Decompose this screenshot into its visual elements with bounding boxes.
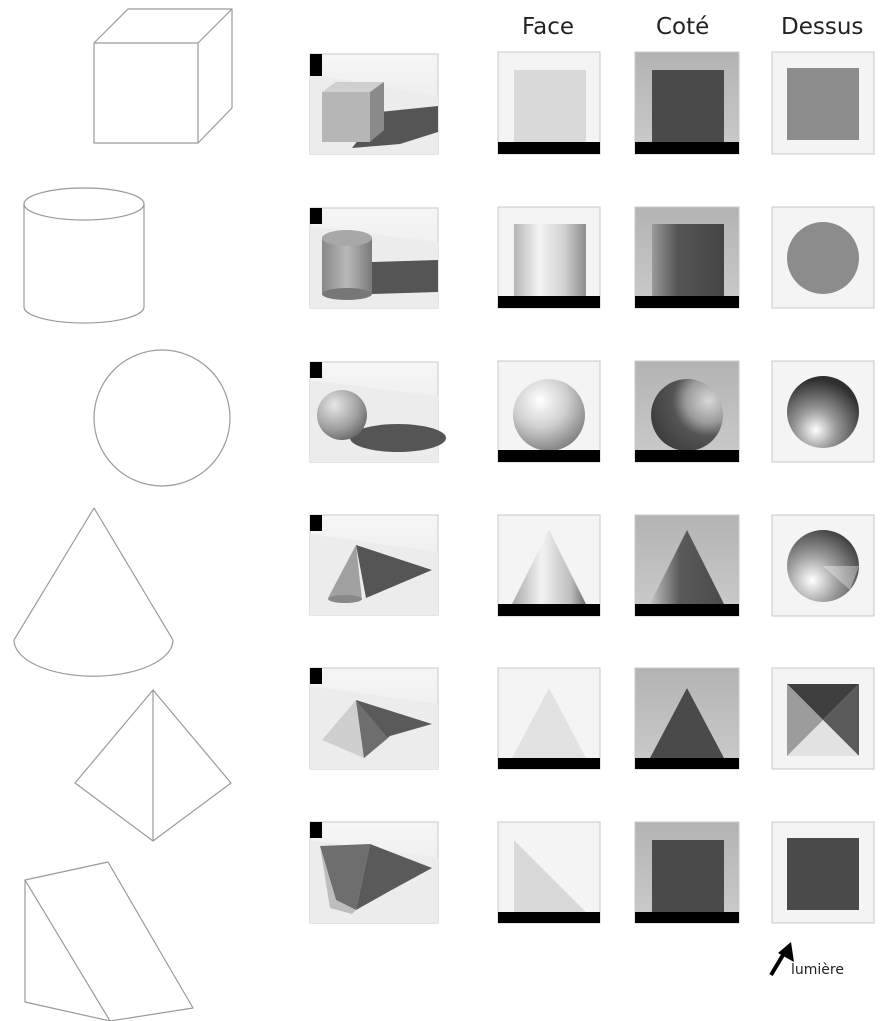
pyramid-perspective-view <box>310 668 438 769</box>
pyramid-top-view <box>772 668 874 769</box>
sphere-cote-view <box>635 361 739 462</box>
sphere-face-view <box>498 361 600 462</box>
cylinder-cote-view <box>635 207 739 308</box>
cone-top-view <box>772 515 874 616</box>
cube-outline <box>94 9 232 143</box>
cone-outline <box>14 508 173 676</box>
sphere-top-view <box>772 361 874 462</box>
cone-face-view <box>498 515 600 616</box>
wedge-face-view <box>498 822 600 923</box>
cylinder-face-view <box>498 207 600 308</box>
cube-top-view <box>772 52 874 154</box>
cone-cote-view <box>635 515 739 616</box>
cube-face-view <box>498 52 600 154</box>
sphere-outline <box>94 350 230 486</box>
cylinder-perspective-view <box>310 208 438 308</box>
light-label: lumière <box>791 962 844 978</box>
pyramid-face-view <box>498 668 600 769</box>
sphere-perspective-view <box>310 362 446 462</box>
cube-cote-view <box>635 52 739 154</box>
wedge-perspective-view <box>310 822 438 923</box>
cylinder-top-view <box>772 207 874 308</box>
cube-perspective-view <box>310 54 438 154</box>
wedge-outline <box>25 862 193 1021</box>
cone-perspective-view <box>310 515 438 615</box>
wedge-cote-view <box>635 822 739 923</box>
pyramid-outline <box>75 690 231 841</box>
wedge-top-view <box>772 822 874 923</box>
cylinder-outline <box>24 188 144 323</box>
pyramid-cote-view <box>635 668 739 769</box>
